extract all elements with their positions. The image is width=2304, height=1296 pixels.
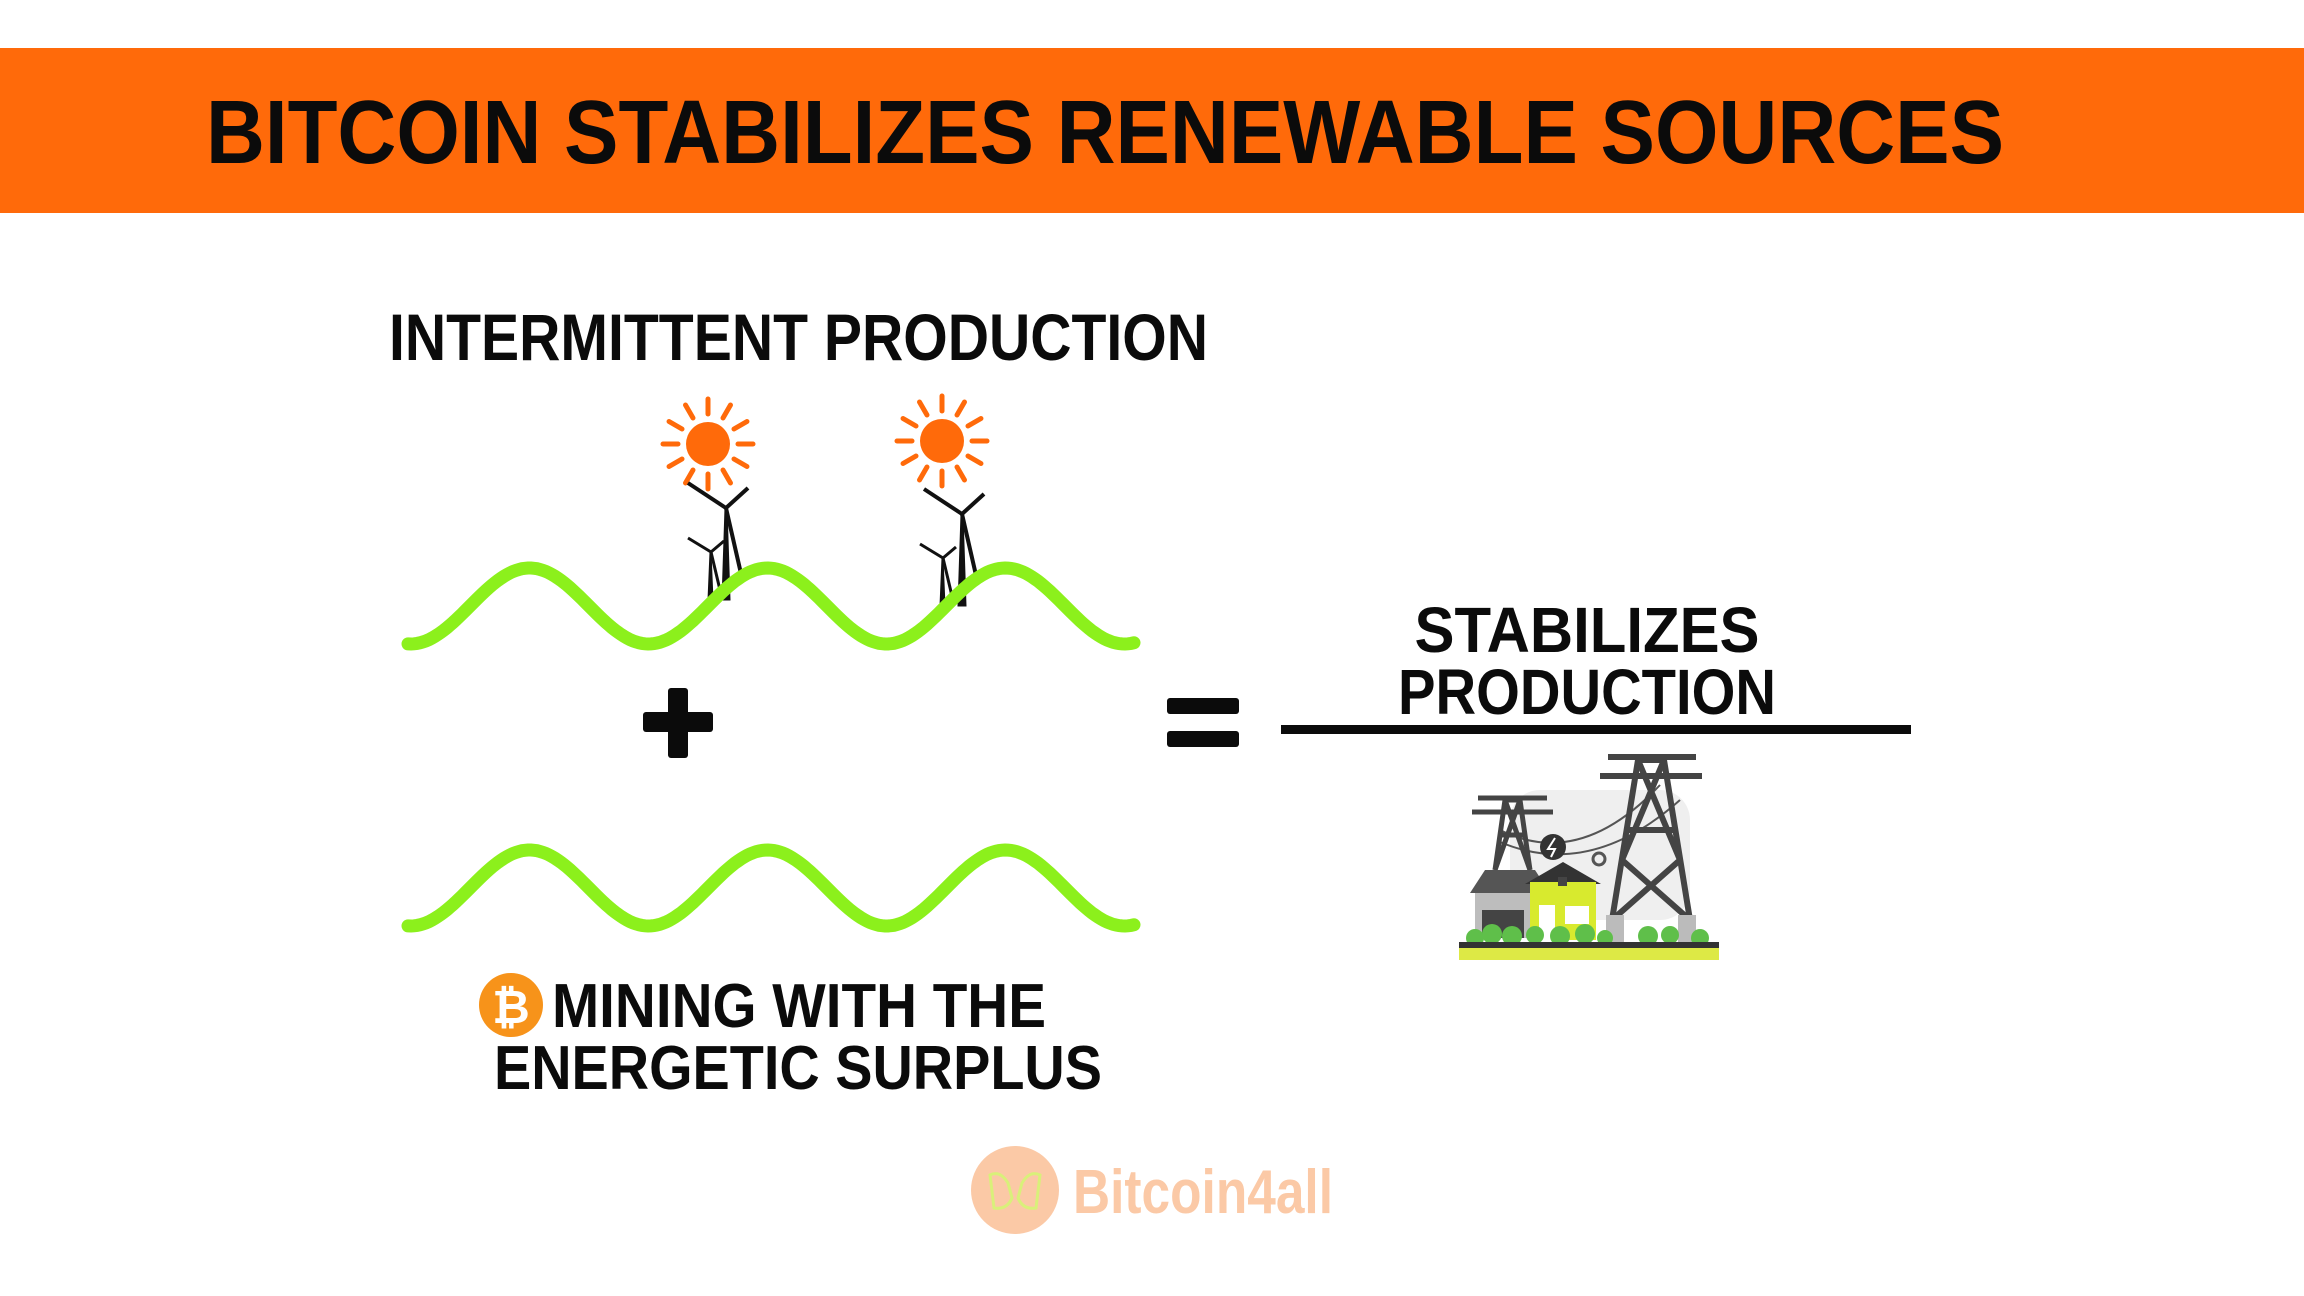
svg-text:Bitcoin4all: Bitcoin4all [1073,1158,1333,1227]
intermittent-production-wave [401,561,1141,651]
sun-ray [666,456,685,469]
hands-icon [988,1172,1042,1210]
intermittent-production-label: INTERMITTENT PRODUCTION [389,300,1208,374]
mining-label-line2: ENERGETIC SURPLUS [494,1034,1102,1103]
sun-ray [900,453,919,466]
header-title: BITCOIN STABILIZES RENEWABLE SOURCES [206,83,2004,183]
sun-ray [965,453,984,466]
sun-ray [954,464,967,483]
svg-text:₿: ₿ [492,981,530,1033]
mining-label-line1: MINING WITH THE [552,972,1046,1041]
bitcoin-icon: ₿ [479,973,543,1037]
wind-turbine-icon [919,487,986,607]
svg-text:=: = [0,0,1,1]
sun-ray [917,399,930,418]
sun-icon [894,393,990,489]
power-grid-house-illustration [1459,754,1719,960]
result-line2: PRODUCTION [1398,656,1776,728]
sun-ray [917,464,930,483]
header-bar [0,48,2304,213]
sun-ray [900,416,919,429]
sun-ray [683,467,696,486]
mining-surplus-wave [401,843,1141,933]
plus-sign: + [0,0,713,758]
sun-ray [720,402,733,421]
bitcoin4all-logo: Bitcoin4all [971,1146,1333,1234]
equals-sign: = [0,0,1239,747]
sun-ray [965,416,984,429]
sun-ray [720,467,733,486]
sun-icon [660,396,756,492]
result-line1: STABILIZES [1415,594,1760,666]
sun-ray [954,399,967,418]
wind-turbine-icon [686,481,750,601]
sun-ray [683,402,696,421]
sun-ray [731,456,750,469]
sun-ray [666,419,685,432]
svg-text:+: + [0,0,1,1]
divider-line [1281,725,1911,734]
sun-ray [731,419,750,432]
